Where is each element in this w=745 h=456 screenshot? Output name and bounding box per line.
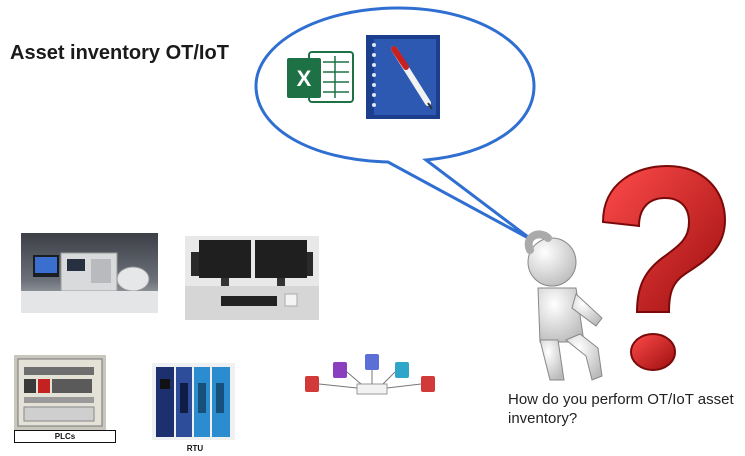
page-title: Asset inventory OT/IoT xyxy=(10,42,229,64)
control-workstation-photo xyxy=(185,236,319,320)
thinking-figure xyxy=(524,230,603,381)
plc-cabinet-photo xyxy=(14,355,106,430)
question-text: How do you perform OT/IoT asset inventor… xyxy=(508,391,734,427)
excel-icon: X xyxy=(287,51,354,103)
database-network-diagram xyxy=(303,354,443,409)
excel-letter: X xyxy=(297,66,312,91)
plcs-label: PLCs xyxy=(14,430,116,443)
rtu-label: RTU xyxy=(186,444,204,453)
notebook-pen-icon xyxy=(366,35,440,119)
question-mark-icon xyxy=(601,164,727,371)
industrial-equipment-photo xyxy=(21,233,158,313)
rtu-photo xyxy=(152,363,235,440)
